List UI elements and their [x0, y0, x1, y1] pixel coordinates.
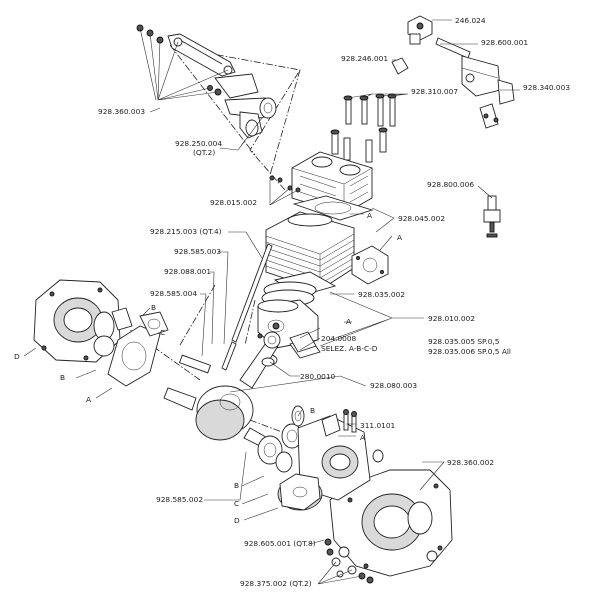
label-928015002: 928.015.002 [210, 198, 257, 207]
ref-letter-c-left: C [160, 328, 165, 337]
label-928585004: 928.585.004 [150, 289, 197, 298]
label-246024: 246.024 [455, 16, 486, 25]
small-bushings [178, 331, 317, 374]
label-928250004: 928.250.004 [175, 139, 222, 148]
exhaust-gasket [351, 245, 389, 285]
rocker-arm-assembly [136, 24, 277, 139]
leader-lines [23, 19, 520, 585]
label-928080003: 928.080.003 [370, 381, 417, 390]
label-928375002: 928.375.002 (QT.2) [240, 579, 312, 588]
label-selez: SELEZ. A-B-C-D [321, 344, 378, 353]
label-928360002: 928.360.002 [447, 458, 494, 467]
label-928250004-qty: (QT.2) [193, 148, 215, 157]
label-928600001: 928.600.001 [481, 38, 528, 47]
valve-studs [330, 93, 397, 163]
label-928310007: 928.310.007 [411, 87, 458, 96]
label-928035002: 928.035.002 [358, 290, 405, 299]
cylinder-head [269, 151, 373, 215]
ref-letter-a-head: A [367, 211, 372, 220]
ref-letter-d-bottom: D [234, 516, 240, 525]
reference-letters: A A A B C D B A B A B C D [14, 211, 402, 525]
ref-letter-a-piston: A [346, 317, 351, 326]
left-crankcase [33, 279, 133, 363]
label-928045002: 928.045.002 [398, 214, 445, 223]
label-928340003: 928.340.003 [523, 83, 570, 92]
label-2040008: 204.0008 [321, 334, 357, 343]
label-928585002: 928.585.002 [156, 495, 203, 504]
ref-letter-a-gasket: A [397, 233, 402, 242]
ref-letter-b-bottom: B [234, 481, 239, 490]
ref-letter-a-right: A [360, 433, 365, 442]
label-928360003: 928.360.003 [98, 107, 145, 116]
label-928035005: 928.035.005 SP.0,5 [428, 337, 500, 346]
label-928800006: 928.800.006 [427, 180, 474, 189]
label-2800010: 280.0010 [300, 372, 336, 381]
label-928605001: 928.605.001 (QT.8) [244, 539, 316, 548]
ref-letter-b-right: B [310, 406, 315, 415]
label-928088001: 928.088.001 [164, 267, 211, 276]
ref-letter-d-left: D [14, 352, 20, 361]
ref-letter-b-left: B [151, 303, 156, 312]
label-928585003: 928.585.003 [174, 247, 221, 256]
lower-gear-cluster [277, 473, 323, 511]
spark-plug [483, 195, 501, 238]
label-3110101: 311.0101 [360, 421, 396, 430]
label-928035006: 928.035.006 SP.0,5 All [428, 347, 511, 356]
label-928215003: 928.215.003 (QT.4) [150, 227, 222, 236]
left-gasket [107, 311, 169, 387]
part-labels: 246.024 928.600.001 928.246.001 928.340.… [98, 16, 570, 588]
carburetor-assembly [391, 15, 515, 129]
label-928010002: 928.010.002 [428, 314, 475, 323]
right-crankcase [329, 469, 453, 577]
label-928246001: 928.246.001 [341, 54, 388, 63]
ref-letter-b-lower: B [60, 373, 65, 382]
ref-letter-c-bottom: C [234, 499, 239, 508]
long-stud [221, 243, 273, 371]
ref-letter-a-lower: A [86, 395, 91, 404]
